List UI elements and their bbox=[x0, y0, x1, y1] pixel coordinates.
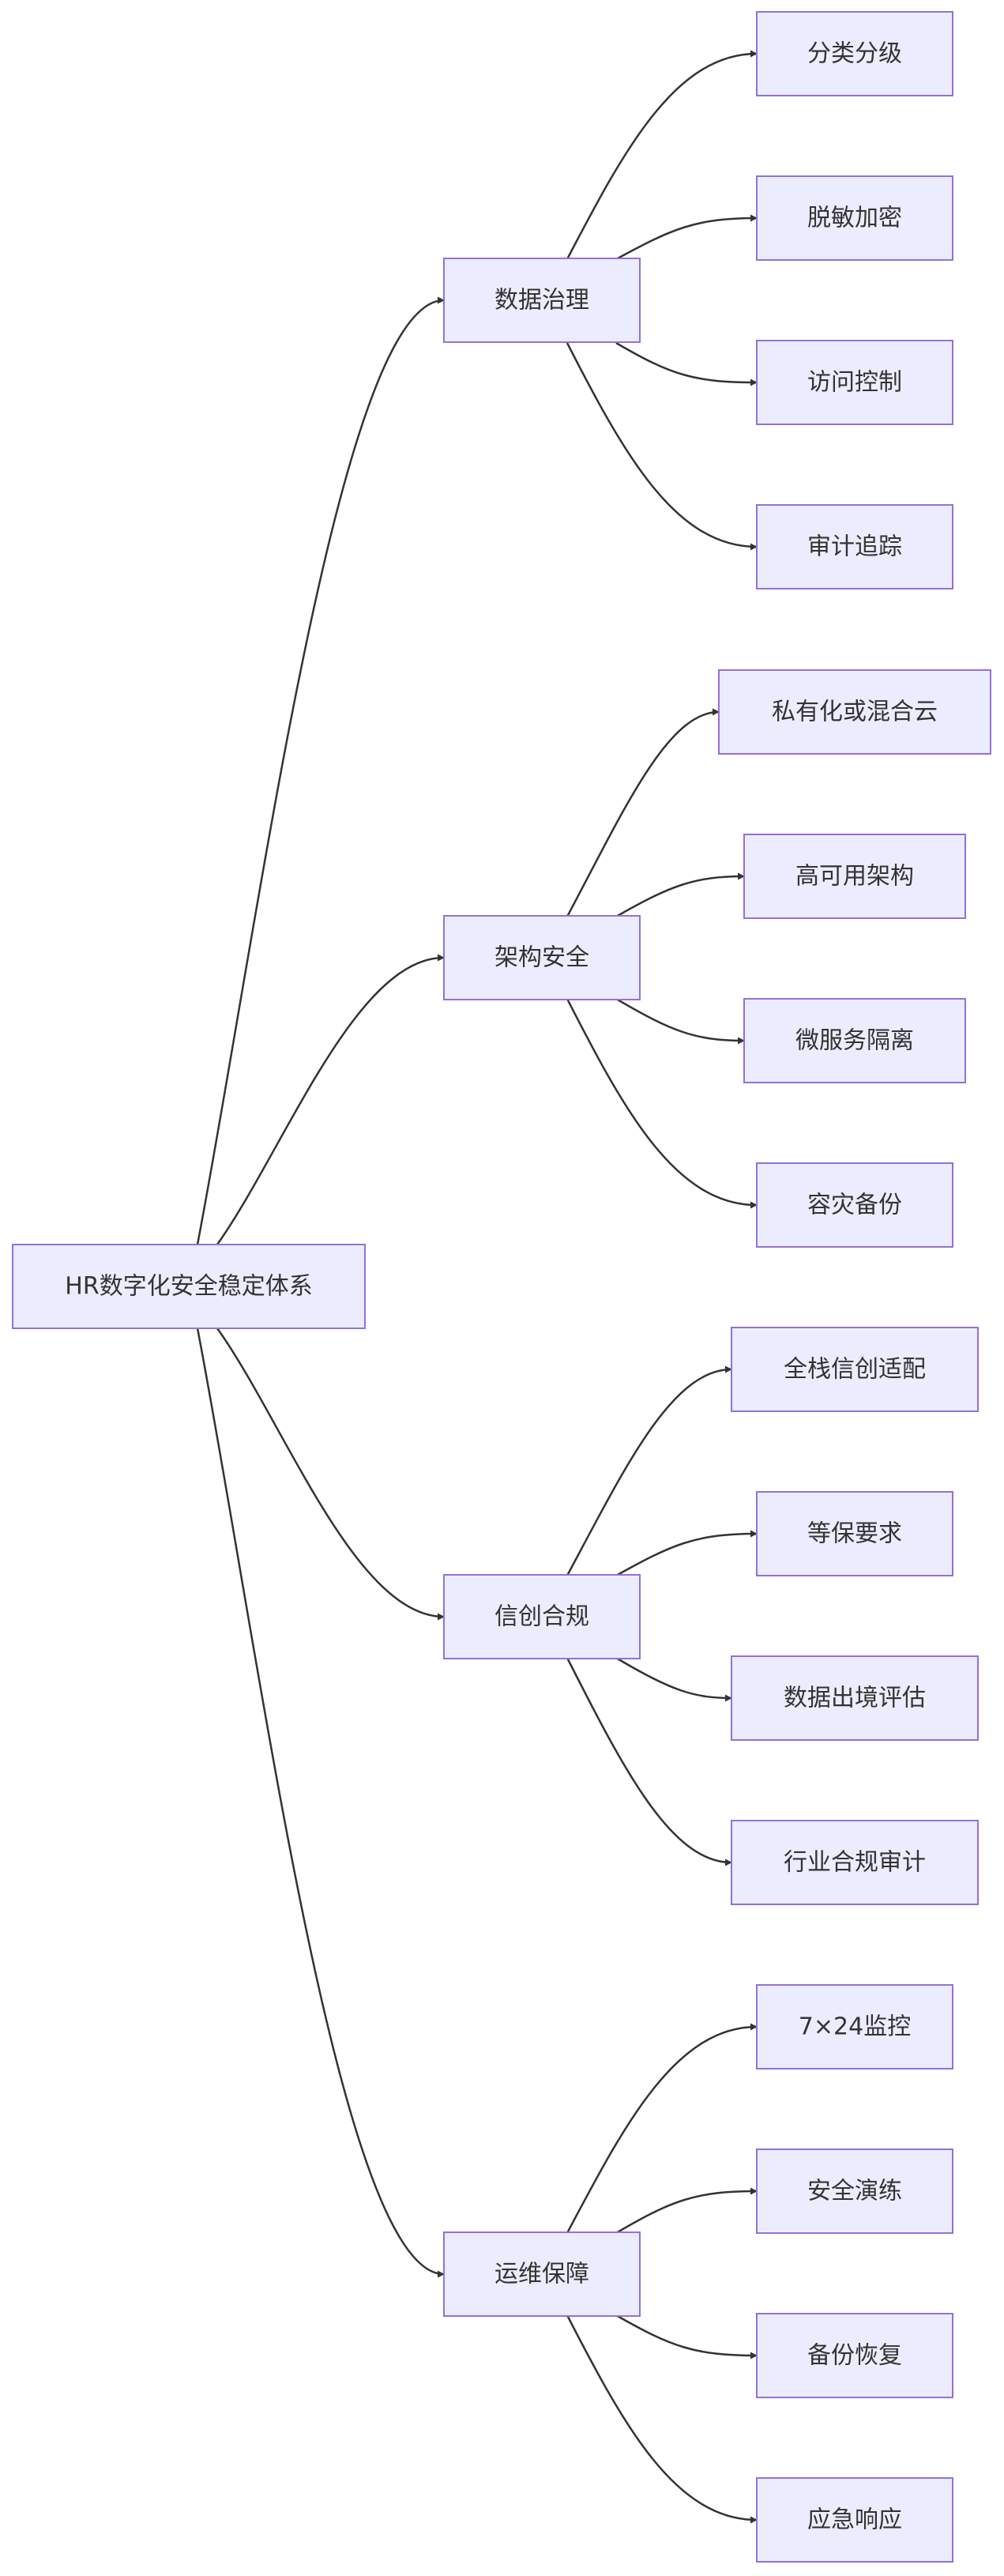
leaf-node-label: 等保要求 bbox=[807, 1520, 902, 1548]
edge-b2-leaf-3 bbox=[615, 997, 745, 1045]
edge-b1-leaf-1 bbox=[566, 50, 758, 260]
leaf-node[interactable]: 审计追踪 bbox=[756, 504, 953, 589]
leaf-node[interactable]: 数据出境评估 bbox=[731, 1655, 979, 1741]
leaf-node-label: 行业合规审计 bbox=[784, 1849, 926, 1877]
edge-b2-leaf-4 bbox=[566, 998, 758, 1209]
edge-b1-leaf-4 bbox=[566, 342, 758, 551]
edge-b3-leaf-2 bbox=[615, 1530, 758, 1577]
branch-node-label: 数据治理 bbox=[494, 287, 589, 314]
edge-b1-leaf-3 bbox=[615, 341, 758, 386]
edge-b2-leaf-1 bbox=[566, 708, 720, 917]
leaf-node-label: 应急响应 bbox=[807, 2506, 902, 2534]
root-node-label: HR数字化安全稳定体系 bbox=[65, 1273, 312, 1301]
branch-node-ops-assurance[interactable]: 运维保障 bbox=[443, 2231, 641, 2317]
edge-b4-leaf-4 bbox=[566, 2314, 758, 2524]
branch-node-label: 运维保障 bbox=[494, 2261, 589, 2288]
leaf-node[interactable]: 脱敏加密 bbox=[756, 175, 953, 261]
edge-root-b3 bbox=[216, 1328, 445, 1621]
edge-b1-leaf-2 bbox=[615, 214, 758, 261]
leaf-node[interactable]: 分类分级 bbox=[756, 11, 953, 96]
edge-root-b4 bbox=[196, 1328, 445, 2278]
leaf-node-label: 高可用架构 bbox=[795, 863, 914, 891]
leaf-node[interactable]: 容灾备份 bbox=[756, 1162, 953, 1248]
edge-b3-leaf-3 bbox=[615, 1656, 732, 1702]
leaf-node[interactable]: 访问控制 bbox=[756, 340, 953, 425]
leaf-node[interactable]: 7×24监控 bbox=[756, 1984, 953, 2069]
leaf-node[interactable]: 全栈信创适配 bbox=[731, 1327, 979, 1412]
leaf-node-label: 备份恢复 bbox=[807, 2342, 902, 2370]
leaf-node[interactable]: 应急响应 bbox=[756, 2477, 953, 2563]
edge-b2-leaf-2 bbox=[615, 872, 745, 918]
leaf-node-label: 容灾备份 bbox=[807, 1192, 902, 1219]
leaf-node[interactable]: 安全演练 bbox=[756, 2149, 953, 2234]
leaf-node[interactable]: 高可用架构 bbox=[743, 834, 966, 919]
edges-layer bbox=[196, 50, 758, 2524]
edge-b4-leaf-2 bbox=[615, 2187, 758, 2235]
edge-b4-leaf-1 bbox=[566, 2023, 758, 2234]
edge-b3-leaf-4 bbox=[566, 1657, 732, 1866]
edge-root-b2 bbox=[216, 954, 445, 1245]
nodes-layer: HR数字化安全稳定体系 数据治理 架构安全 信创合规 运维保障 分类分级 脱敏加… bbox=[12, 11, 991, 2563]
leaf-node[interactable]: 私有化或混合云 bbox=[718, 669, 991, 755]
branch-node-xinchuang-compliance[interactable]: 信创合规 bbox=[443, 1574, 641, 1659]
branch-node-label: 信创合规 bbox=[494, 1603, 589, 1631]
leaf-node-label: 微服务隔离 bbox=[795, 1027, 914, 1055]
branch-node-data-governance[interactable]: 数据治理 bbox=[443, 258, 641, 343]
leaf-node[interactable]: 备份恢复 bbox=[756, 2313, 953, 2398]
leaf-node-label: 全栈信创适配 bbox=[784, 1356, 926, 1384]
leaf-node-label: 分类分级 bbox=[807, 40, 902, 68]
leaf-node-label: 数据出境评估 bbox=[784, 1685, 926, 1712]
leaf-node-label: 私有化或混合云 bbox=[772, 699, 938, 726]
leaf-node-label: 安全演练 bbox=[807, 2178, 902, 2205]
edge-root-b1 bbox=[196, 296, 445, 1245]
root-node[interactable]: HR数字化安全稳定体系 bbox=[12, 1244, 366, 1329]
leaf-node[interactable]: 微服务隔离 bbox=[743, 998, 966, 1083]
leaf-node-label: 审计追踪 bbox=[807, 533, 902, 561]
leaf-node-label: 访问控制 bbox=[807, 369, 902, 397]
branch-node-label: 架构安全 bbox=[494, 944, 589, 972]
leaf-node-label: 脱敏加密 bbox=[807, 205, 902, 232]
leaf-node[interactable]: 等保要求 bbox=[756, 1491, 953, 1576]
edge-b3-leaf-1 bbox=[566, 1365, 732, 1576]
edge-b4-leaf-3 bbox=[615, 2314, 758, 2359]
leaf-node-label: 7×24监控 bbox=[799, 2013, 911, 2041]
branch-node-architecture-security[interactable]: 架构安全 bbox=[443, 915, 641, 1000]
leaf-node[interactable]: 行业合规审计 bbox=[731, 1820, 979, 1905]
